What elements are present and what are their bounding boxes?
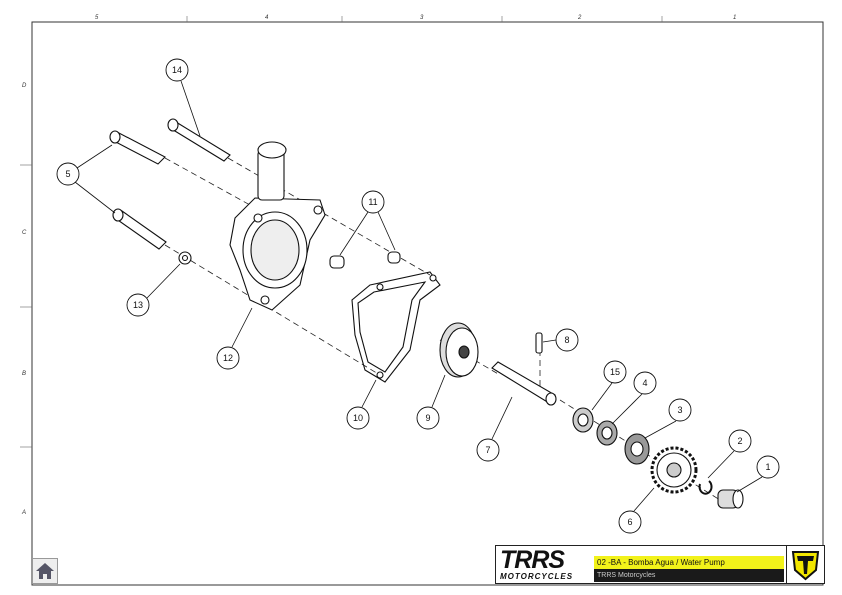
seal-4 [596, 420, 618, 446]
svg-text:6: 6 [627, 517, 632, 527]
dowel-11a [329, 255, 345, 269]
drawing-title: 02 -BA - Bomba Agua / Water Pump [594, 556, 784, 569]
column-label: 1 [733, 15, 736, 21]
bolt-14 [167, 118, 231, 162]
svg-text:2: 2 [737, 436, 742, 446]
shaft-7 [491, 361, 557, 406]
washer-13 [178, 251, 192, 265]
row-label: D [22, 83, 27, 89]
pump-cover-12 [229, 141, 326, 311]
bolt-5-lower [112, 208, 167, 250]
svg-text:11: 11 [368, 197, 377, 207]
callout-10: 10 [346, 406, 370, 430]
column-label: 4 [265, 15, 269, 21]
parts [109, 118, 744, 509]
bearing-3 [624, 433, 650, 465]
svg-text:5: 5 [65, 169, 70, 179]
svg-text:15: 15 [610, 367, 620, 377]
zone-ticks [20, 16, 663, 448]
callout-15: 15 [603, 360, 627, 384]
svg-text:14: 14 [172, 65, 182, 75]
callout-5: 5 [56, 162, 80, 186]
logo-brand: TRRS [500, 546, 565, 574]
pin-8 [535, 332, 543, 354]
seal-15 [572, 407, 594, 433]
svg-text:4: 4 [642, 378, 647, 388]
gear-6 [650, 446, 698, 494]
svg-text:1: 1 [765, 462, 770, 472]
callout-1: 1 [756, 455, 780, 479]
svg-text:3: 3 [677, 405, 682, 415]
callout-12: 12 [216, 346, 240, 370]
callout-4: 4 [633, 371, 657, 395]
home-button[interactable] [32, 558, 58, 584]
logo-subtitle: MOTORCYCLES [500, 572, 574, 581]
callout-6: 6 [618, 510, 642, 534]
row-label: A [21, 510, 26, 516]
callout-11: 11 [361, 190, 385, 214]
svg-text:9: 9 [425, 413, 430, 423]
bushing-1 [717, 489, 744, 509]
callout-13: 13 [126, 293, 150, 317]
impeller-9 [439, 322, 479, 378]
column-label: 2 [577, 15, 582, 21]
svg-text:10: 10 [353, 413, 363, 423]
company-name: TRRS Motorcycles [594, 569, 784, 582]
sheet-border [31, 21, 824, 586]
callout-7: 7 [476, 438, 500, 462]
svg-text:12: 12 [223, 353, 233, 363]
dowel-11b [387, 251, 401, 264]
svg-text:13: 13 [133, 300, 143, 310]
trrs-emblem-icon [786, 546, 824, 583]
callout-2: 2 [728, 429, 752, 453]
callout-9: 9 [416, 406, 440, 430]
row-label: C [22, 230, 27, 236]
column-label: 3 [420, 15, 424, 21]
title-block: TRRS MOTORCYCLES 02 -BA - Bomba Agua / W… [495, 545, 825, 584]
gasket-10 [351, 271, 441, 383]
svg-text:7: 7 [485, 445, 490, 455]
callout-14: 14 [165, 58, 189, 82]
svg-text:8: 8 [564, 335, 569, 345]
row-label: B [22, 371, 26, 377]
bolt-5-upper [109, 130, 166, 165]
trrs-logo: TRRS MOTORCYCLES [496, 546, 593, 583]
callout-3: 3 [668, 398, 692, 422]
home-icon [36, 563, 54, 579]
circlip-2 [698, 480, 713, 495]
leader-lines [74, 80, 763, 512]
callout-8: 8 [555, 328, 579, 352]
column-label: 5 [95, 15, 99, 21]
